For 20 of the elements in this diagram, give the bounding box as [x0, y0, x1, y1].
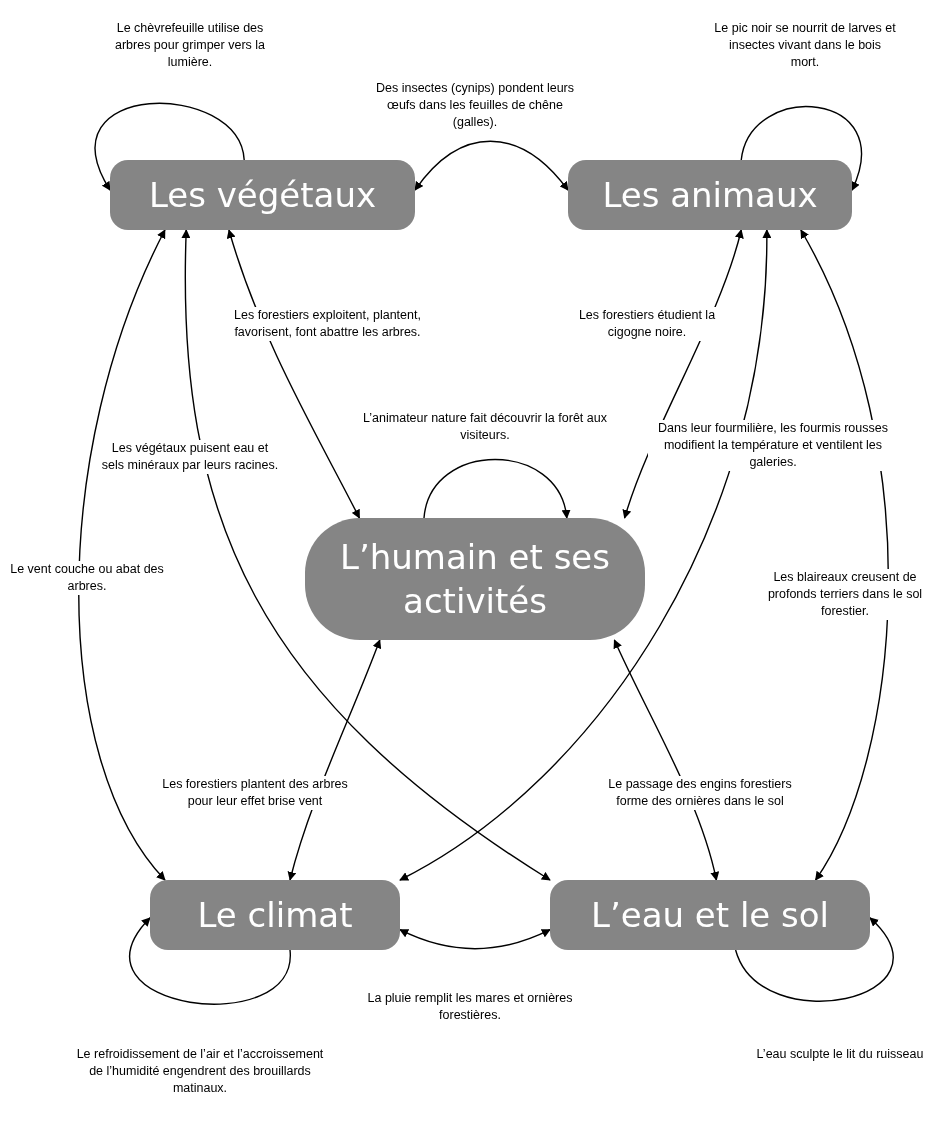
category-title: L’humain et ses activités	[339, 536, 611, 623]
arrow	[740, 106, 862, 191]
arrow	[399, 229, 771, 881]
arrow	[129, 917, 291, 1005]
category-title: L’eau et le sol	[590, 893, 830, 937]
arrow	[734, 917, 894, 1002]
arrow	[414, 140, 569, 191]
arrow	[94, 103, 245, 191]
category-title: Les animaux	[602, 173, 818, 217]
category-box	[568, 160, 852, 230]
category-title: Les végétaux	[148, 173, 377, 217]
arrow	[399, 929, 551, 950]
category-box	[150, 880, 400, 950]
arrow	[181, 229, 551, 881]
category-box	[110, 160, 415, 230]
category-box	[550, 880, 870, 950]
arrow	[423, 458, 570, 519]
arrow	[227, 229, 361, 519]
category-title: Le climat	[197, 893, 353, 937]
arrow	[78, 229, 166, 881]
